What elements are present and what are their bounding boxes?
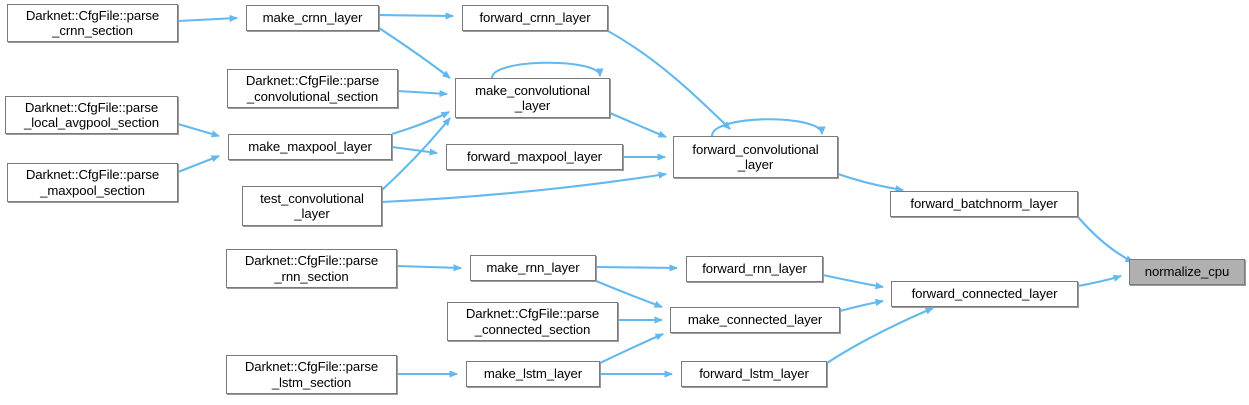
edge-forward-batchnorm-to-normalize-cpu: [1077, 216, 1134, 263]
edge-make-maxpool-to-make-conv: [391, 111, 450, 136]
node-label: forward_batchnorm_layer: [910, 196, 1058, 212]
node-make-crnn-layer[interactable]: make_crnn_layer: [246, 5, 379, 31]
node-label: forward_rnn_layer: [702, 261, 807, 277]
node-forward-connected-layer[interactable]: forward_connected_layer: [891, 281, 1078, 307]
node-parse-crnn-section[interactable]: Darknet::CfgFile::parse _crnn_section: [7, 4, 178, 42]
node-make-connected-layer[interactable]: make_connected_layer: [670, 307, 840, 333]
node-parse-connected-section[interactable]: Darknet::CfgFile::parse _connected_secti…: [447, 302, 618, 341]
edge-parse-local-avgpool-to-make-maxpool: [177, 122, 220, 138]
edge-parse-rnn-to-make-rnn: [396, 264, 462, 272]
edge-make-crnn-to-make-conv: [378, 27, 451, 79]
edge-test-conv-to-forward-conv: [381, 171, 667, 204]
node-label: test_convolutional _layer: [260, 190, 364, 222]
node-forward-maxpool-layer[interactable]: forward_maxpool_layer: [446, 144, 623, 170]
node-make-convolutional-layer[interactable]: make_convolutional _layer: [455, 78, 610, 118]
node-make-maxpool-layer[interactable]: make_maxpool_layer: [228, 134, 392, 160]
edge-test-conv-to-make-conv: [381, 117, 451, 191]
edge-parse-crnn-to-make-crnn: [177, 14, 238, 23]
node-parse-lstm-section[interactable]: Darknet::CfgFile::parse _lstm_section: [226, 355, 397, 394]
node-label: make_rnn_layer: [486, 260, 580, 276]
node-label: make_lstm_layer: [483, 366, 583, 382]
node-make-lstm-layer[interactable]: make_lstm_layer: [466, 361, 600, 387]
node-normalize-cpu[interactable]: normalize_cpu: [1129, 259, 1245, 285]
node-parse-local-avgpool-section[interactable]: Darknet::CfgFile::parse _local_avgpool_s…: [5, 96, 178, 134]
edge-make-maxpool-to-forward-maxpool: [391, 145, 438, 156]
node-label: make_convolutional _layer: [475, 82, 590, 114]
node-label: Darknet::CfgFile::parse _crnn_section: [25, 7, 160, 39]
node-label: Darknet::CfgFile::parse _convolutional_s…: [245, 73, 380, 104]
node-forward-batchnorm-layer[interactable]: forward_batchnorm_layer: [890, 191, 1078, 217]
node-label: forward_connected_layer: [911, 286, 1058, 302]
edge-forward-conv-to-forward-batchnorm: [837, 173, 904, 193]
node-label: Darknet::CfgFile::parse _connected_secti…: [465, 306, 600, 337]
edge-forward-conv-self-loop: [710, 118, 826, 137]
edge-forward-connected-to-normalize-cpu: [1077, 274, 1122, 288]
node-forward-rnn-layer[interactable]: forward_rnn_layer: [686, 256, 823, 282]
node-test-convolutional-layer[interactable]: test_convolutional _layer: [242, 186, 382, 226]
node-label: make_connected_layer: [687, 312, 823, 328]
node-label: make_crnn_layer: [262, 10, 363, 26]
node-label: Darknet::CfgFile::parse _rnn_section: [244, 253, 379, 284]
node-parse-convolutional-section[interactable]: Darknet::CfgFile::parse _convolutional_s…: [227, 69, 398, 108]
node-label: Darknet::CfgFile::parse _lstm_section: [244, 359, 379, 390]
edge-forward-crnn-to-forward-conv: [607, 30, 731, 130]
edge-make-crnn-to-forward-crnn: [378, 12, 454, 20]
edge-make-conv-self-loop: [490, 61, 604, 79]
node-label: Darknet::CfgFile::parse _local_avgpool_s…: [24, 99, 159, 131]
node-label: Darknet::CfgFile::parse _maxpool_section: [25, 167, 160, 198]
node-parse-rnn-section[interactable]: Darknet::CfgFile::parse _rnn_section: [226, 249, 397, 288]
node-forward-convolutional-layer[interactable]: forward_convolutional _layer: [673, 136, 838, 178]
node-make-rnn-layer[interactable]: make_rnn_layer: [470, 255, 596, 281]
edge-make-conv-to-forward-conv: [609, 112, 667, 138]
node-parse-maxpool-section[interactable]: Darknet::CfgFile::parse _maxpool_section: [7, 163, 178, 202]
edge-make-rnn-to-make-connected: [595, 280, 663, 308]
edge-forward-lstm-to-forward-connected: [826, 307, 934, 364]
node-label: normalize_cpu: [1144, 264, 1230, 280]
node-label: forward_convolutional _layer: [692, 141, 819, 173]
node-forward-lstm-layer[interactable]: forward_lstm_layer: [681, 361, 827, 387]
edge-parse-conv-to-make-conv: [397, 89, 448, 98]
node-label: forward_lstm_layer: [699, 366, 809, 382]
edge-forward-rnn-to-forward-connected: [822, 273, 884, 290]
node-label: forward_maxpool_layer: [467, 149, 602, 165]
edge-make-rnn-to-forward-rnn: [595, 264, 678, 272]
edge-make-connected-to-forward-connected: [839, 298, 884, 313]
node-label: make_maxpool_layer: [248, 139, 372, 155]
edge-parse-maxpool-to-make-maxpool: [177, 155, 220, 173]
node-forward-crnn-layer[interactable]: forward_crnn_layer: [462, 5, 608, 31]
edge-make-lstm-to-make-connected: [599, 333, 664, 364]
node-label: forward_crnn_layer: [479, 10, 591, 26]
